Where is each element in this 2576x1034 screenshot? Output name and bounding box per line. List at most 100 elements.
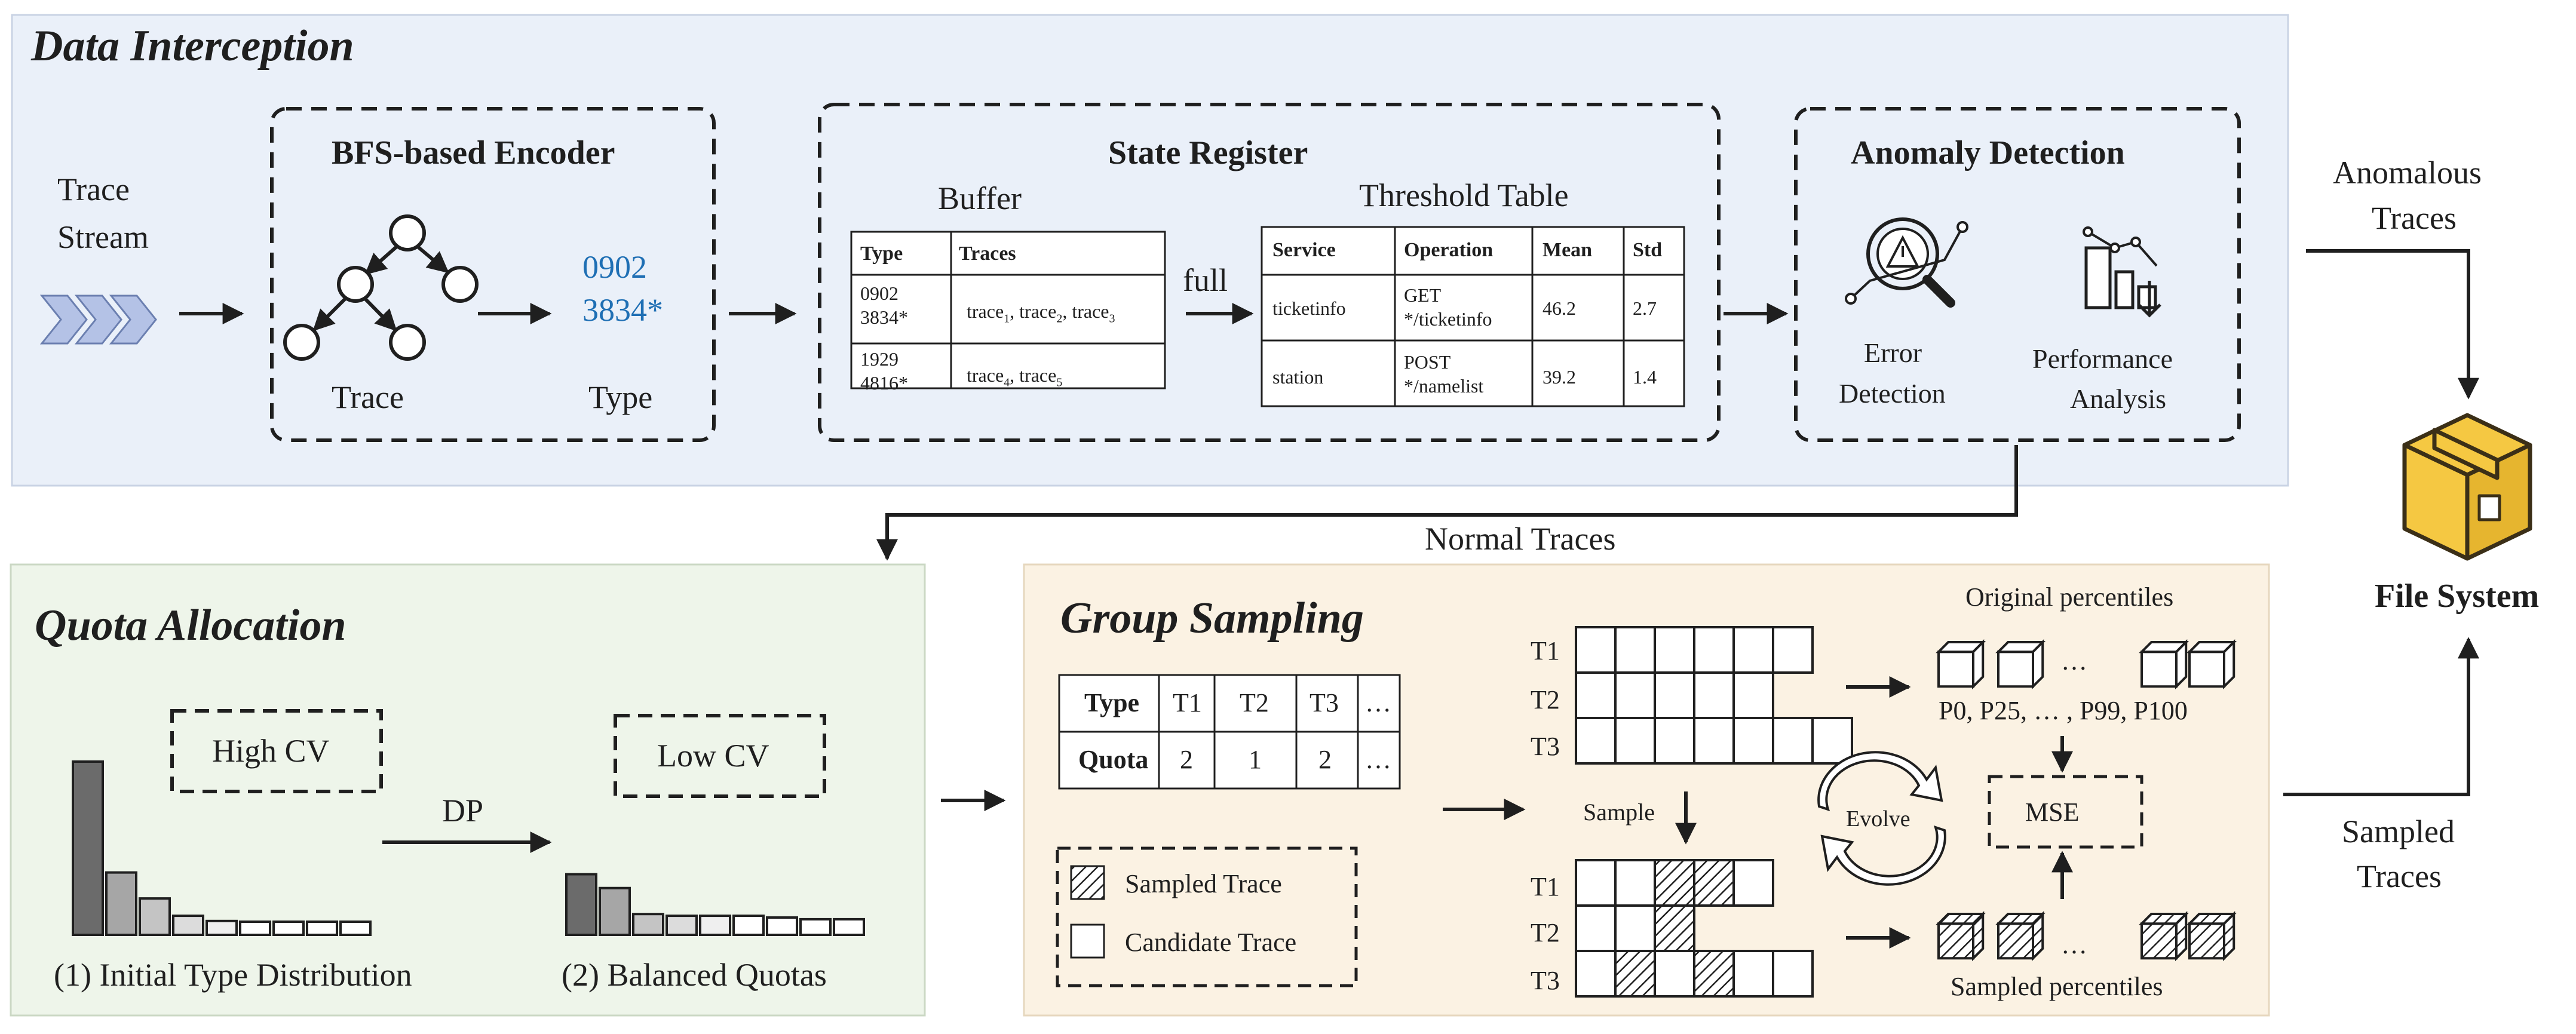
- orig-grid-cell: [1654, 626, 1695, 674]
- mse-label: MSE: [2025, 797, 2080, 827]
- initial-bar-4: [172, 915, 204, 936]
- balanced-bar-7: [766, 916, 798, 936]
- legend-box: [1056, 846, 1358, 987]
- register-box: [818, 103, 1721, 442]
- encoder-code-line2: 3834*: [582, 292, 663, 328]
- dp-label: DP: [442, 793, 484, 829]
- sampled-percentile-cubes: [1936, 911, 2237, 962]
- balanced-bar-2: [599, 886, 631, 936]
- legend-sampled-swatch: [1070, 865, 1105, 900]
- initial-bar-2: [105, 871, 137, 936]
- threshold-row1-op-line2: */ticketinfo: [1404, 308, 1492, 330]
- balanced-bar-8: [799, 918, 832, 937]
- sample-label: Sample: [1583, 799, 1655, 826]
- threshold-header-operation: Operation: [1404, 239, 1494, 261]
- samp-grid-cell: [1693, 859, 1735, 907]
- orig-cubes-ellipsis: …: [2061, 646, 2087, 676]
- initial-bar-9: [339, 921, 372, 936]
- samp-grid-cell: [1575, 950, 1617, 998]
- samp-grid-cell: [1614, 904, 1656, 952]
- register-title: State Register: [1108, 134, 1308, 171]
- initial-bar-6: [239, 921, 271, 936]
- encoder-code-line1: 0902: [582, 249, 647, 285]
- stream-label-line2: Stream: [57, 219, 149, 255]
- original-percentile-cubes: [1936, 639, 2237, 690]
- legend-sampled-label: Sampled Trace: [1125, 869, 1282, 898]
- balanced-bar-6: [732, 915, 765, 936]
- sampled-percentile-cube: [1995, 911, 2046, 962]
- sampled-label-line1: Sampled: [2342, 814, 2455, 849]
- high-cv-box: [170, 709, 383, 793]
- orig-row-label-t1: T1: [1531, 636, 1560, 665]
- initial-bar-1: [72, 760, 104, 936]
- orig-grid-cell: [1811, 717, 1853, 765]
- perf-label-line1: Performance: [2032, 343, 2173, 374]
- balanced-bar-4: [666, 915, 698, 936]
- initial-bar-5: [206, 919, 238, 937]
- legend-candidate-swatch: [1070, 923, 1105, 959]
- buffer-row1-type-line1: 0902: [860, 283, 898, 304]
- samp-grid-cell: [1575, 859, 1617, 907]
- orig-grid-cell: [1772, 626, 1814, 674]
- quota-table-more-header: …: [1365, 688, 1391, 717]
- samp-grid-cell: [1732, 950, 1774, 998]
- initial-bar-3: [139, 897, 171, 936]
- quota-table-t1-header: T1: [1173, 688, 1202, 717]
- threshold-row2-op-line2: */namelist: [1404, 375, 1484, 397]
- balanced-bar-3: [632, 913, 664, 936]
- orig-grid-cell: [1693, 717, 1735, 765]
- original-trace-grid: [1575, 626, 1853, 765]
- panel-quota-allocation: [10, 563, 926, 1017]
- original-percentile-cube: [1995, 639, 2046, 690]
- error-label-line1: Error: [1864, 337, 1922, 368]
- trace-tree-graph: [283, 214, 479, 361]
- buffer-row1-traces: trace1, trace2, trace3: [967, 300, 1115, 326]
- percentile-labels: P0, P25, … , P99, P100: [1939, 696, 2188, 725]
- orig-grid-cell: [1614, 717, 1656, 765]
- anomalous-label-line2: Traces: [2372, 200, 2457, 236]
- sampled-percentile-cube: [2186, 911, 2237, 962]
- buffer-label: Buffer: [938, 180, 1022, 216]
- normal-traces-label: Normal Traces: [1425, 521, 1616, 557]
- sampled-label-line2: Traces: [2357, 858, 2442, 894]
- orig-grid-cell: [1575, 717, 1617, 765]
- threshold-row2-service: station: [1272, 366, 1324, 388]
- quota-table-t1-value: 2: [1180, 745, 1193, 774]
- orig-grid-cell: [1654, 717, 1695, 765]
- performance-analysis-icon: [2083, 226, 2161, 318]
- high-cv-label: High CV: [212, 733, 330, 769]
- threshold-header-service: Service: [1272, 239, 1336, 261]
- balanced-bar-1: [565, 873, 597, 936]
- samp-cubes-ellipsis: …: [2061, 930, 2087, 959]
- orig-grid-cell: [1693, 671, 1735, 719]
- error-detection-icon: [1845, 217, 1968, 308]
- error-label-line2: Detection: [1839, 378, 1946, 409]
- quota-table-t3-value: 2: [1318, 745, 1332, 774]
- samp-grid-cell: [1772, 950, 1814, 998]
- orig-grid-cell: [1654, 671, 1695, 719]
- orig-grid-cell: [1614, 671, 1656, 719]
- anomalous-label-line1: Anomalous: [2333, 155, 2482, 191]
- low-cv-box: [614, 714, 826, 798]
- anomaly-title: Anomaly Detection: [1851, 134, 2125, 171]
- orig-grid-cell: [1614, 626, 1656, 674]
- original-percentile-cube: [1936, 639, 1986, 690]
- sampled-percentiles-title: Sampled percentiles: [1951, 972, 2163, 1001]
- low-cv-label: Low CV: [657, 738, 769, 774]
- buffer-row2-type-line2: 4816*: [860, 372, 908, 394]
- threshold-label: Threshold Table: [1359, 177, 1569, 213]
- orig-grid-cell: [1732, 717, 1774, 765]
- balanced-caption: (2) Balanced Quotas: [562, 957, 827, 993]
- encoder-title: BFS-based Encoder: [332, 134, 615, 171]
- quota-table-more-value: …: [1365, 745, 1391, 774]
- samp-grid-cell: [1693, 950, 1735, 998]
- balanced-bar-5: [699, 915, 731, 936]
- arrow-sampled-to-fs: [2283, 637, 2479, 796]
- threshold-header-mean: Mean: [1542, 239, 1593, 261]
- stream-chevrons: [39, 294, 157, 345]
- original-percentile-cube: [2186, 639, 2237, 690]
- threshold-row2-std: 1.4: [1633, 366, 1657, 388]
- samp-grid-cell: [1654, 904, 1695, 952]
- initial-bar-7: [272, 921, 305, 936]
- balanced-bar-9: [833, 918, 865, 937]
